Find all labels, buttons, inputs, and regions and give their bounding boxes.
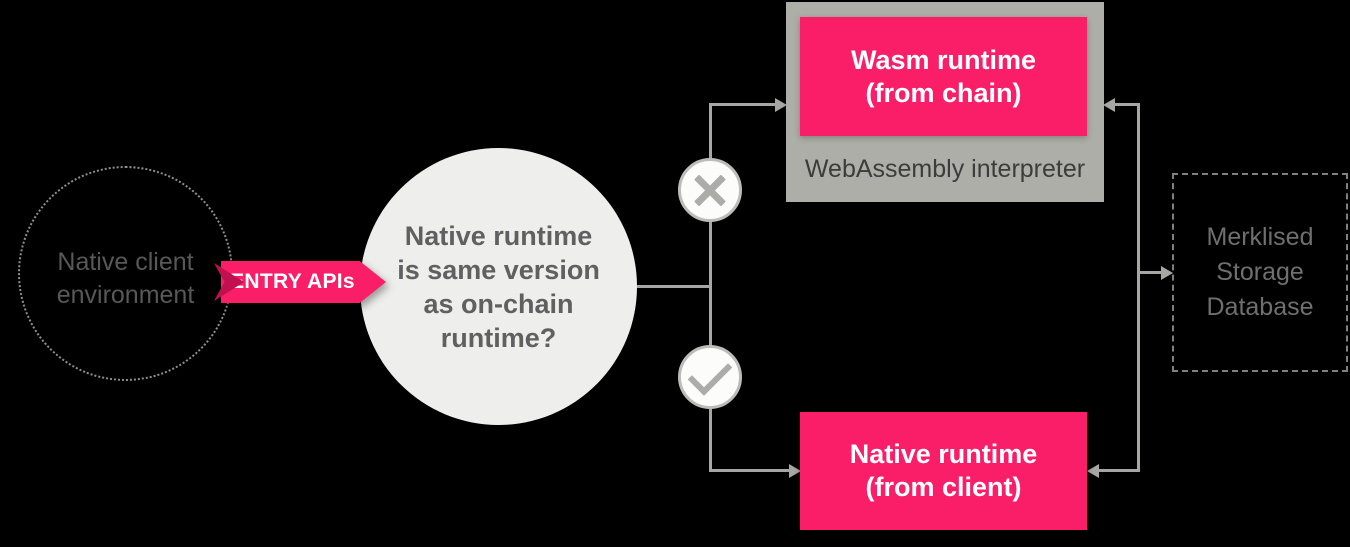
native-line2: (from client) <box>865 472 1022 502</box>
check-icon <box>687 350 733 396</box>
wasm-runtime-label: Wasm runtime (from chain) <box>851 44 1036 110</box>
connector-storage-to-native <box>1099 469 1140 472</box>
arrowhead-into-native-icon <box>789 463 801 478</box>
connector-to-wasm-runtime <box>709 103 777 106</box>
cross-icon <box>690 170 730 210</box>
connector-to-storage <box>1137 271 1163 274</box>
webassembly-interpreter-label: WebAssembly interpreter <box>804 155 1086 183</box>
storage-line3: Database <box>1206 293 1314 321</box>
native-runtime-node: Native runtime (from client) <box>800 412 1087 530</box>
connector-to-native-runtime <box>709 469 790 472</box>
wasm-runtime-container: Wasm runtime (from chain) WebAssembly in… <box>786 2 1104 202</box>
no-branch-badge <box>678 158 742 222</box>
yes-branch-badge <box>678 345 742 409</box>
arrowhead-into-wasm-right-icon <box>1103 97 1115 112</box>
merklised-storage-database-label: Merklised Storage Database <box>1206 220 1313 325</box>
native-line1: Native runtime <box>849 439 1038 469</box>
client-env-line2: environment <box>56 280 195 309</box>
decision-line3: as on-chain <box>423 288 574 319</box>
client-env-line1: Native client <box>57 247 194 276</box>
arrowhead-into-wasm-icon <box>775 97 787 112</box>
native-client-environment-label: Native client environment <box>57 246 195 312</box>
merklised-storage-database-node: Merklised Storage Database <box>1172 173 1348 372</box>
wasm-runtime-node: Wasm runtime (from chain) <box>800 17 1087 136</box>
branch-vertical-line-left <box>709 103 712 472</box>
arrowhead-into-storage-icon <box>1161 265 1173 280</box>
storage-line1: Merklised <box>1206 223 1314 251</box>
version-decision-label: Native runtime is same version as on-cha… <box>397 219 600 355</box>
wasm-line1: Wasm runtime <box>850 44 1037 75</box>
storage-line2: Storage <box>1216 258 1304 286</box>
decision-line4: runtime? <box>440 322 557 353</box>
entry-apis-tag: ENTRY APIs <box>214 261 386 303</box>
branch-vertical-line-right <box>1137 103 1140 472</box>
connector-storage-to-wasm <box>1114 103 1140 106</box>
native-runtime-label: Native runtime (from client) <box>850 438 1038 504</box>
arrowhead-into-native-right-icon <box>1087 463 1099 478</box>
entry-apis-label: ENTRY APIs <box>230 270 355 293</box>
connector-decision-to-branch <box>636 285 711 288</box>
decision-line1: Native runtime <box>404 220 593 251</box>
decision-line2: is same version <box>397 254 600 285</box>
version-decision-node: Native runtime is same version as on-cha… <box>360 148 637 425</box>
native-client-environment-node: Native client environment <box>18 166 233 381</box>
wasm-line2: (from chain) <box>865 77 1022 108</box>
entry-apis-ribbon-body: ENTRY APIs <box>221 261 386 303</box>
